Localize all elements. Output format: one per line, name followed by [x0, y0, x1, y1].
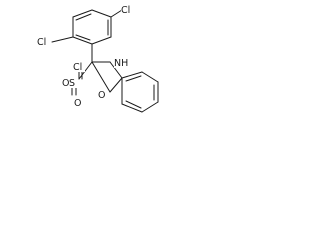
atom-label-o-ring: O: [98, 90, 105, 101]
atom-label-s: S: [69, 78, 75, 89]
atom-label-o-bottom: O: [74, 98, 81, 109]
bond-cl-right: [110, 9, 123, 18]
atom-label-o-top: O: [62, 78, 69, 89]
bond-cl-left: [51, 36, 74, 43]
chemical-structure-diagram: Cl Cl NH Cl O S O O: [37, 3, 159, 113]
atom-label-nh: NH: [114, 58, 128, 69]
dichlorophenyl-ring: [72, 9, 112, 45]
oxazoline-ring: [91, 61, 123, 93]
benzo-ring: [121, 71, 159, 113]
atom-label-cl-left: Cl: [37, 37, 46, 48]
atom-label-cl-right: Cl: [121, 5, 130, 16]
atom-label-cl-sulfonyl: Cl: [73, 62, 82, 73]
